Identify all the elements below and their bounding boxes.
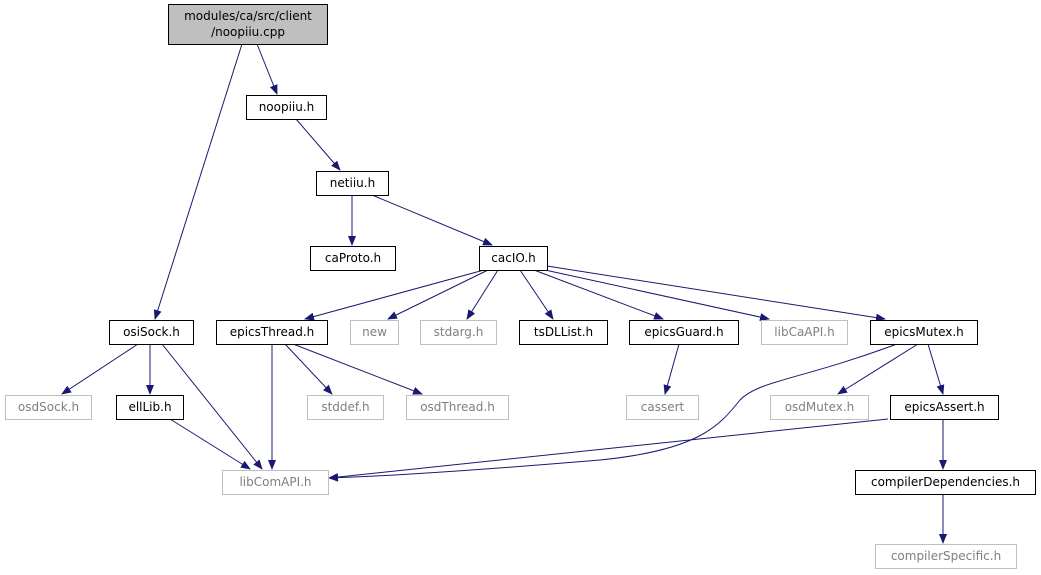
node-label-osdThread: osdThread.h <box>420 400 495 414</box>
node-label-ellLib: ellLib.h <box>128 400 171 414</box>
node-libCaAPI: libCaAPI.h <box>761 320 848 345</box>
edge-epicsGuard-to-cassert <box>663 343 680 395</box>
node-epicsAssert[interactable]: epicsAssert.h <box>890 395 999 420</box>
node-label-new: new <box>362 325 387 339</box>
node-label-noopiiu: noopiiu.h <box>259 100 315 114</box>
edge-root-to-noopiiu <box>256 43 278 95</box>
node-caProto[interactable]: caProto.h <box>310 246 396 271</box>
edge-cacIO-to-libCaAPI <box>544 269 770 321</box>
node-label-epicsMutex: epicsMutex.h <box>884 325 964 339</box>
edge-epicsMutex-to-osdMutex <box>837 343 919 395</box>
node-box-stddef <box>307 395 384 420</box>
node-box-osdMutex <box>770 395 869 420</box>
node-box-noopiiu <box>246 95 327 120</box>
node-box-osdThread <box>406 395 509 420</box>
node-box-libCaAPI <box>761 320 848 345</box>
node-box-stdarg <box>420 320 497 345</box>
node-compilerDependencies[interactable]: compilerDependencies.h <box>855 470 1036 495</box>
node-label-cassert: cassert <box>641 400 685 414</box>
node-box-epicsGuard <box>629 320 739 345</box>
node-box-osiSock <box>109 320 194 345</box>
edges <box>61 43 947 544</box>
node-box-osdSock <box>5 395 92 420</box>
node-tsDLList[interactable]: tsDLList.h <box>519 320 608 345</box>
node-libComAPI: libComAPI.h <box>222 470 329 495</box>
node-box-caProto <box>310 246 396 271</box>
node-cassert: cassert <box>626 395 699 420</box>
node-epicsGuard[interactable]: epicsGuard.h <box>629 320 739 345</box>
edge-osiSock-to-osdSock <box>61 343 139 395</box>
node-netiiu[interactable]: netiiu.h <box>316 171 389 196</box>
node-box-ellLib <box>116 395 184 420</box>
node-box-cacIO <box>479 246 548 271</box>
edge-epicsThread-to-stddef <box>284 343 333 395</box>
node-box-compilerSpecific <box>875 544 1017 569</box>
node-label-osdSock: osdSock.h <box>18 400 79 414</box>
node-box-libComAPI <box>222 470 329 495</box>
node-label-compilerDependencies: compilerDependencies.h <box>871 475 1020 489</box>
node-label-caProto: caProto.h <box>325 251 381 265</box>
node-compilerSpecific: compilerSpecific.h <box>875 544 1017 569</box>
node-box-epicsAssert <box>890 395 999 420</box>
node-ellLib[interactable]: ellLib.h <box>116 395 184 420</box>
node-osdThread: osdThread.h <box>406 395 509 420</box>
node-epicsThread[interactable]: epicsThread.h <box>216 320 328 345</box>
node-label-stddef: stddef.h <box>321 400 369 414</box>
node-box-epicsThread <box>216 320 328 345</box>
node-box-epicsMutex <box>870 320 978 345</box>
node-label-epicsAssert: epicsAssert.h <box>904 400 984 414</box>
node-label-libComAPI: libComAPI.h <box>239 475 311 489</box>
edge-epicsAssert-to-libComAPI <box>328 418 889 482</box>
node-osdMutex: osdMutex.h <box>770 395 869 420</box>
node-label-osdMutex: osdMutex.h <box>785 400 855 414</box>
edge-cacIO-to-new <box>387 269 489 320</box>
node-osiSock[interactable]: osiSock.h <box>109 320 194 345</box>
nodes: modules/ca/src/client/noopiiu.cpp noopiiu… <box>5 4 1036 569</box>
edge-noopiiu-to-netiiu <box>295 118 341 171</box>
node-stdarg: stdarg.h <box>420 320 497 345</box>
edge-cacIO-to-stdarg <box>466 269 499 320</box>
node-label-epicsGuard: epicsGuard.h <box>644 325 723 339</box>
node-label-osiSock: osiSock.h <box>123 325 180 339</box>
node-box-tsDLList <box>519 320 608 345</box>
node-label-root: /noopiiu.cpp <box>211 25 285 39</box>
edge-epicsMutex-to-epicsAssert <box>927 343 945 395</box>
node-new: new <box>350 320 399 345</box>
node-box-netiiu <box>316 171 389 196</box>
node-label-root: modules/ca/src/client <box>184 9 312 23</box>
edge-epicsThread-to-osdThread <box>292 343 423 395</box>
edge-netiiu-to-cacIO <box>371 194 493 246</box>
node-box-root <box>168 4 328 45</box>
node-epicsMutex[interactable]: epicsMutex.h <box>870 320 978 345</box>
edge-epicsMutex-to-libComAPI <box>328 343 898 482</box>
edge-cacIO-to-epicsThread <box>304 269 485 321</box>
node-cacIO[interactable]: cacIO.h <box>479 246 548 271</box>
edge-cacIO-to-epicsMutex <box>546 265 886 322</box>
edge-cacIO-to-epicsGuard <box>533 269 664 320</box>
edge-osiSock-to-libComAPI <box>161 343 263 470</box>
node-box-new <box>350 320 399 345</box>
node-label-cacIO: cacIO.h <box>491 251 535 265</box>
node-label-libCaAPI: libCaAPI.h <box>774 325 834 339</box>
node-box-cassert <box>626 395 699 420</box>
node-label-tsDLList: tsDLList.h <box>534 325 593 339</box>
node-noopiiu[interactable]: noopiiu.h <box>246 95 327 120</box>
node-label-epicsThread: epicsThread.h <box>230 325 315 339</box>
node-root[interactable]: modules/ca/src/client/noopiiu.cpp <box>168 4 328 45</box>
node-label-stdarg: stdarg.h <box>434 325 484 339</box>
node-box-compilerDependencies <box>855 470 1036 495</box>
node-osdSock: osdSock.h <box>5 395 92 420</box>
node-label-compilerSpecific: compilerSpecific.h <box>891 549 1001 563</box>
edge-cacIO-to-tsDLList <box>519 269 554 320</box>
node-label-netiiu: netiiu.h <box>330 176 375 190</box>
edge-root-to-osiSock <box>153 43 243 320</box>
node-stddef: stddef.h <box>307 395 384 420</box>
edge-ellLib-to-libComAPI <box>169 418 251 470</box>
